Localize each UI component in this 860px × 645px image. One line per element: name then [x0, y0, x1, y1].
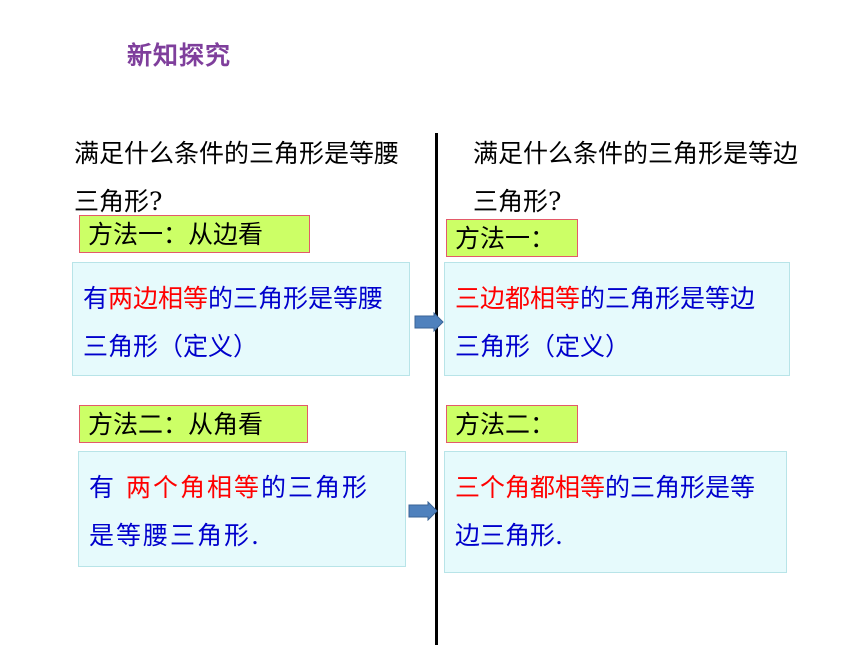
- left-method2-text: 有 两个角相等的三角形是等腰三角形.: [89, 473, 369, 550]
- right-question: 满足什么条件的三角形是等边三角形?: [473, 139, 799, 216]
- right-method1-text: 三边都相等的三角形是等边三角形（定义）: [455, 284, 755, 361]
- emphasis-text: 两个角相等: [125, 473, 261, 502]
- left-question: 满足什么条件的三角形是等腰三角形?: [74, 139, 400, 216]
- section-title: 新知探究: [127, 41, 232, 70]
- arrow-right-icon: [414, 312, 444, 332]
- body-text: 的三角形是等腰三角形.: [89, 473, 369, 550]
- arrow-right-icon: [408, 501, 438, 521]
- column-divider: [435, 133, 438, 645]
- left-method1-label: 方法一：从边看: [79, 215, 310, 253]
- body-text: 有: [89, 473, 126, 502]
- left-method1-text: 有两边相等的三角形是等腰三角形（定义）: [83, 284, 383, 361]
- left-method2-box: 有 两个角相等的三角形是等腰三角形.: [78, 451, 406, 567]
- emphasis-text: 两边相等: [108, 284, 209, 313]
- body-text: 的三角形是等边三角形.: [455, 473, 756, 550]
- emphasis-text: 三边都相等: [455, 284, 581, 313]
- right-method2-box: 三个角都相等的三角形是等边三角形.: [444, 451, 787, 573]
- body-text: 有: [83, 284, 109, 313]
- right-method1-box: 三边都相等的三角形是等边三角形（定义）: [444, 262, 790, 376]
- right-method1-label: 方法一：: [446, 219, 578, 257]
- left-method1-box: 有两边相等的三角形是等腰三角形（定义）: [72, 262, 410, 376]
- body-text: 的三角形是等腰三角形（定义）: [83, 284, 384, 361]
- right-method2-label: 方法二：: [446, 405, 578, 443]
- emphasis-text: 三个角都相等: [455, 473, 606, 502]
- left-method2-label: 方法二：从角看: [79, 405, 308, 443]
- right-method2-text: 三个角都相等的三角形是等边三角形.: [455, 473, 755, 550]
- body-text: 的三角形是等边三角形（定义）: [455, 284, 756, 361]
